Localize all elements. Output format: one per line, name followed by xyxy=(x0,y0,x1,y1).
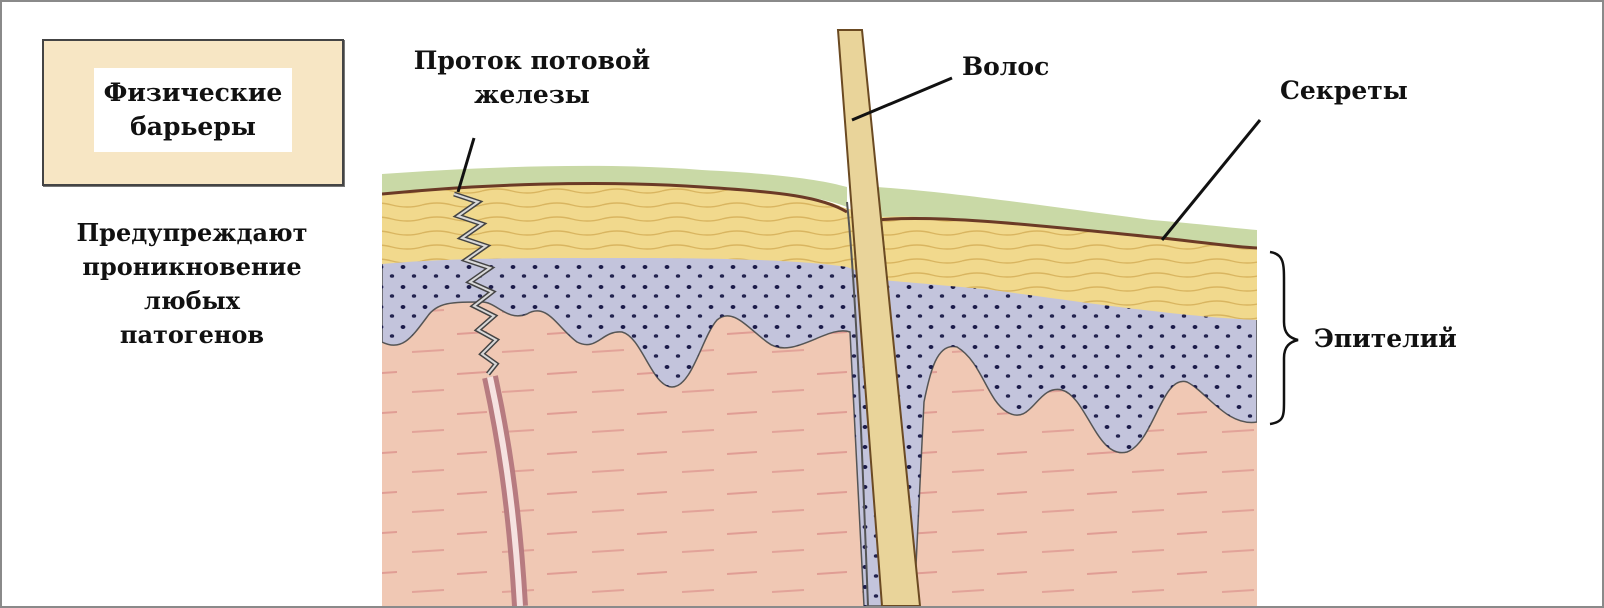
physical-barriers-box: Физические барьеры xyxy=(42,39,344,186)
sweat-duct-label: Проток потовой железы xyxy=(392,44,672,112)
sweat-duct-label-line1: Проток потовой xyxy=(392,44,672,78)
secretions-label: Секреты xyxy=(1280,74,1408,108)
secretions-pointer xyxy=(1162,120,1260,240)
title-line2: барьеры xyxy=(130,110,256,144)
description-line4: патогенов xyxy=(52,318,332,352)
title-line1: Физические xyxy=(104,76,283,110)
epithelium-label: Эпителий xyxy=(1314,322,1457,356)
description-line1: Предупреждают xyxy=(52,216,332,250)
epithelium-brace xyxy=(1270,252,1298,424)
sweat-duct-label-line2: железы xyxy=(392,78,672,112)
description-line2: проникновение xyxy=(52,250,332,284)
description: Предупреждают проникновение любых патоге… xyxy=(52,216,332,352)
hair-label: Волос xyxy=(962,50,1049,84)
title-inner: Физические барьеры xyxy=(94,68,292,152)
description-line3: любых xyxy=(52,284,332,318)
